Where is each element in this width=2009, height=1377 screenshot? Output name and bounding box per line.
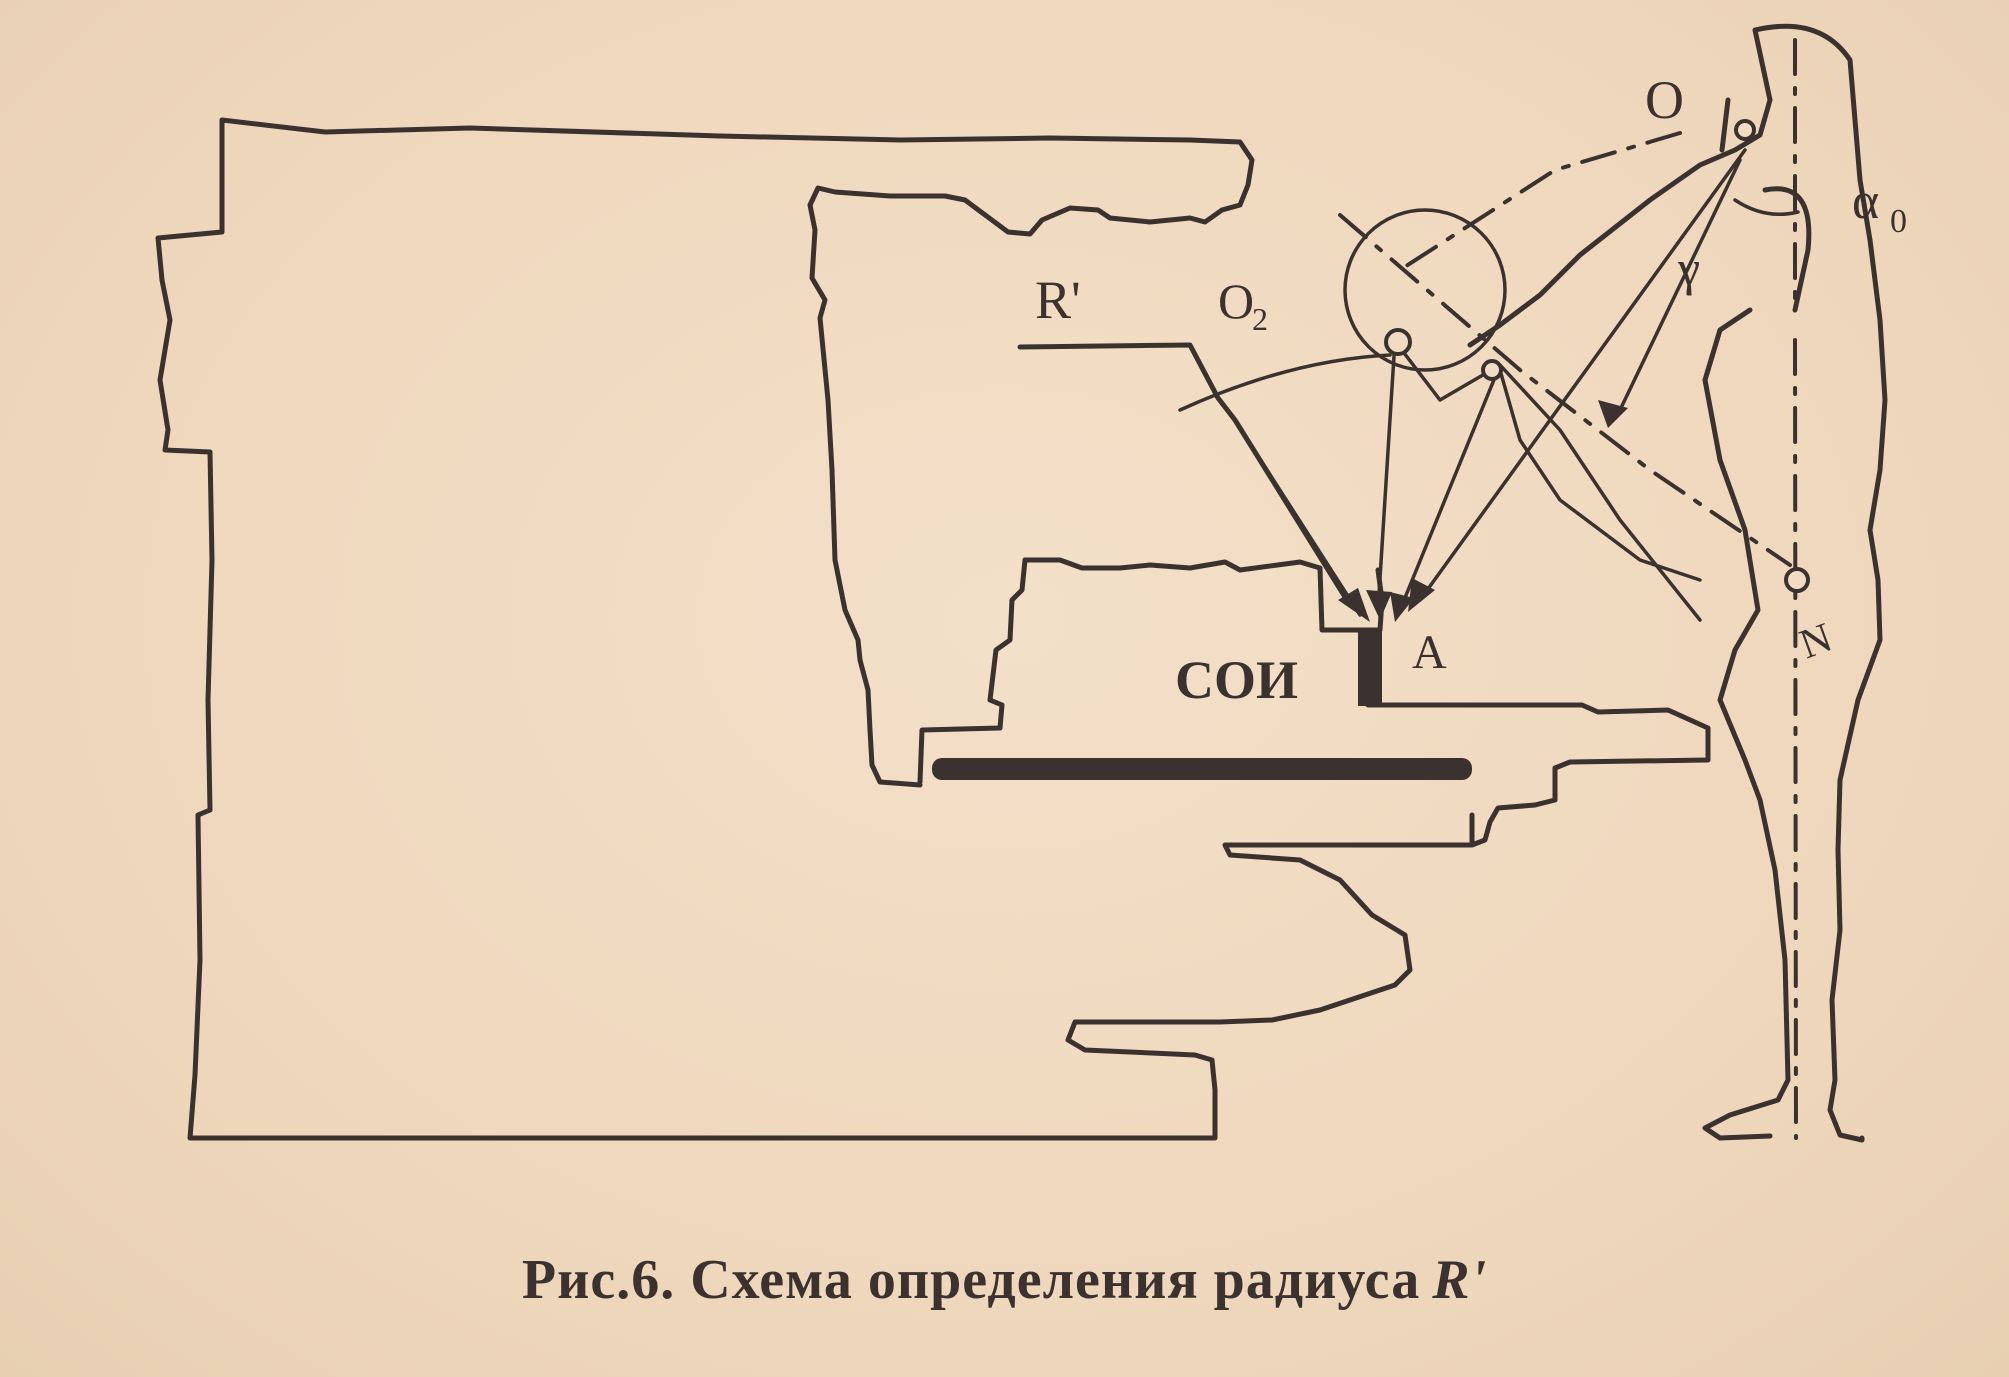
point-n-hip [1784,567,1810,593]
arrowhead-eye [1408,578,1435,612]
reach-arc [1178,353,1392,412]
label-o: O [1645,70,1684,130]
arrow-from-elbow [1398,363,1502,612]
machine-body-outline [155,117,1475,1141]
arrowhead-elbow [1390,592,1414,622]
label-o2-subscript: 2 [1252,301,1268,337]
body-axis [1793,38,1798,1140]
arrow-from-left [1233,418,1362,617]
label-soi: СОИ [1175,650,1298,710]
point-elbow [1481,359,1503,381]
sightline-dashed-lower [1338,213,1792,567]
label-alpha0: α [1852,173,1879,230]
arrow-from-o2 [1376,338,1397,612]
label-gamma: γ [1677,240,1700,296]
point-o2-shoulder [1384,328,1412,356]
label-n: N [1794,615,1838,669]
alpha-angle-arc [1733,198,1800,216]
tool-slide-outline [1365,697,1711,848]
label-o2: O [1218,273,1254,329]
caption-text: Рис.6. Схема определения радиуса [521,1249,1421,1311]
cutting-tool [1358,628,1382,706]
arrowhead-o2 [1366,590,1392,620]
shoulder-circle [1343,208,1507,372]
caption-symbol: R' [1432,1249,1488,1311]
sightline-dashed-upper [1398,131,1682,272]
label-a: A [1412,626,1447,679]
label-r-prime: R' [1035,270,1081,330]
headstock-outline [807,185,1225,788]
arm-lower [1498,368,1702,582]
workpiece-bar [932,758,1472,780]
carriage-outline [917,557,1385,785]
arrow-from-eye [1418,148,1747,602]
arrowhead-gamma [1598,400,1628,428]
label-alpha0-subscript: 0 [1890,203,1907,240]
arrow-to-gamma [1618,158,1742,412]
human-figure [1467,23,1888,1143]
point-o-eye [1734,119,1756,141]
arrowhead-left [1338,588,1370,622]
